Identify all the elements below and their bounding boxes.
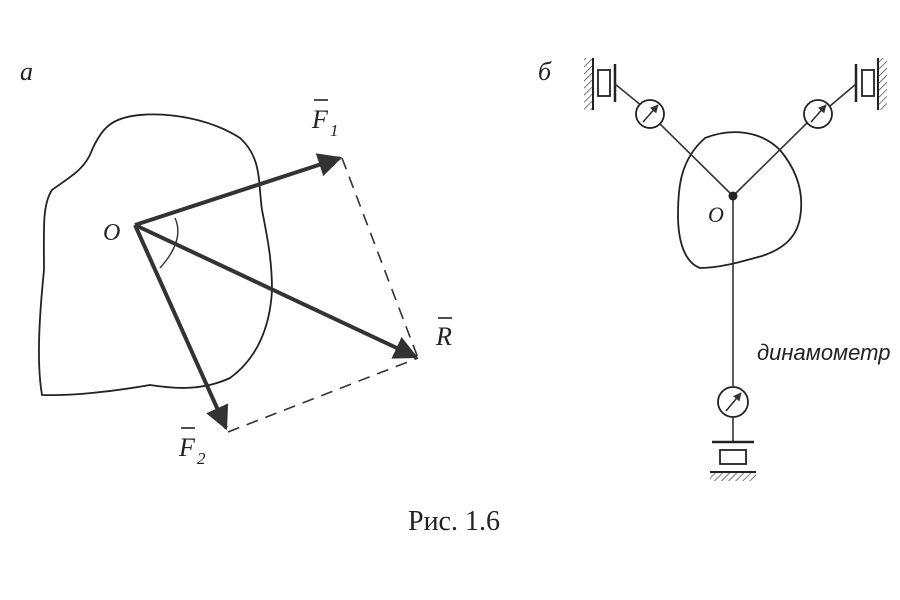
force-f2-label: F 2 (178, 427, 206, 468)
origin-label-a: O (103, 220, 120, 246)
rigid-body-outline (38, 113, 273, 397)
parallelogram-side-1 (341, 157, 419, 359)
force-f2-vector (133, 224, 229, 431)
right-wall-support (829, 58, 887, 110)
svg-text:1: 1 (330, 121, 339, 140)
force-f1-vector (134, 153, 343, 227)
svg-text:F: F (311, 105, 329, 134)
string-right (732, 121, 809, 197)
origin-label-b: O (708, 202, 724, 227)
body-outline-b (677, 131, 803, 269)
force-f1-label: F 1 (311, 99, 339, 140)
figure-caption: Рис. 1.6 (408, 506, 500, 537)
panel-a-label: а (20, 57, 33, 86)
resultant-r-label: R (435, 317, 452, 351)
dynamometer-bottom-icon (717, 386, 749, 418)
resultant-r-vector (134, 223, 419, 359)
dynamometer-left-icon (635, 99, 665, 129)
panel-b: б O (538, 57, 890, 481)
svg-text:R: R (435, 322, 452, 351)
parallelogram-side-2 (227, 357, 419, 433)
dynamometer-right-icon (803, 99, 833, 129)
panel-b-label: б (538, 57, 552, 86)
string-left (657, 121, 734, 197)
attachment-point-o (728, 191, 738, 201)
svg-text:2: 2 (197, 449, 206, 468)
svg-text:F: F (178, 433, 196, 462)
ground-support (710, 417, 756, 481)
left-wall-support (584, 58, 643, 110)
angle-arc (159, 217, 179, 269)
dynamometer-label: динамометр (757, 340, 890, 365)
panel-a: а O F 1 F 2 R (20, 57, 452, 468)
